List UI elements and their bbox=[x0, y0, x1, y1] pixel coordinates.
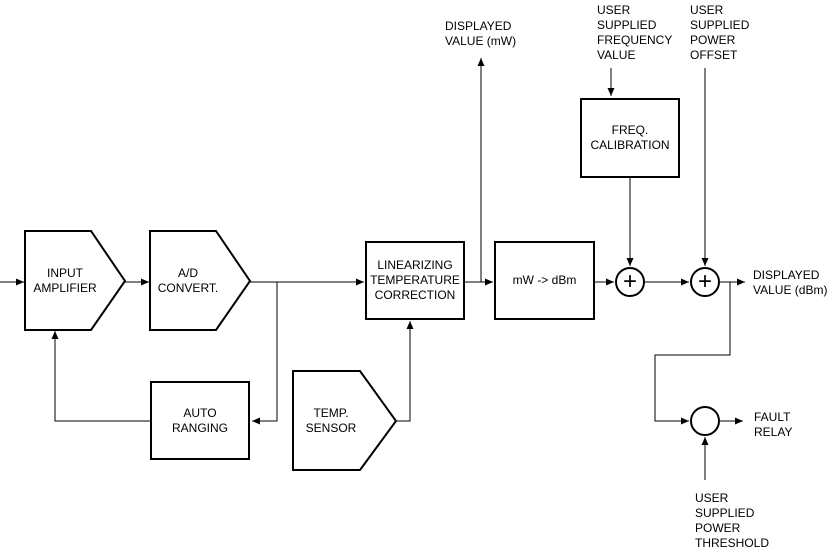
user-supplied-frequency-value-label: USER SUPPLIED FREQUENCY VALUE bbox=[597, 3, 673, 62]
plus-icon: + bbox=[697, 268, 712, 295]
fault-comparator-circle bbox=[690, 406, 720, 436]
input-amplifier-label: INPUT AMPLIFIER bbox=[33, 266, 97, 295]
ad-converter-label: A/D CONVERT. bbox=[157, 266, 219, 295]
ad-converter-shape bbox=[149, 230, 252, 331]
auto-ranging-block: AUTO RANGING bbox=[150, 381, 250, 460]
wire-adc-branch-to-auto-ranging bbox=[252, 282, 278, 425]
temp-sensor-label: TEMP. SENSOR bbox=[305, 406, 357, 435]
summing-junction-1-circle bbox=[615, 267, 645, 297]
displayed-value-mw-label: DISPLAYED VALUE (mW) bbox=[445, 19, 517, 48]
user-supplied-power-threshold-label: USER SUPPLIED POWER THRESHOLD bbox=[695, 491, 770, 550]
displayed-value-dbm-label: DISPLAYED VALUE (dBm) bbox=[753, 268, 828, 297]
plus-icon: + bbox=[622, 268, 637, 295]
wire-branch-to-fault-comparator bbox=[654, 282, 731, 425]
mw-to-dbm-block: mW -> dBm bbox=[494, 241, 595, 320]
fault-relay-label: FAULT RELAY bbox=[754, 410, 793, 439]
wire-temp-sensor-to-linearizing bbox=[396, 321, 414, 422]
temp-sensor-shape bbox=[292, 370, 398, 471]
freq-calibration-block: FREQ. CALIBRATION bbox=[580, 98, 680, 178]
input-amplifier-shape bbox=[24, 230, 127, 331]
user-supplied-power-offset-label: USER SUPPLIED POWER OFFSET bbox=[690, 3, 750, 62]
linearizing-temperature-correction-block: LINEARIZING TEMPERATURE CORRECTION bbox=[365, 241, 465, 320]
wire-auto-ranging-to-amplifier bbox=[51, 331, 150, 422]
summing-junction-2-circle bbox=[690, 267, 720, 297]
